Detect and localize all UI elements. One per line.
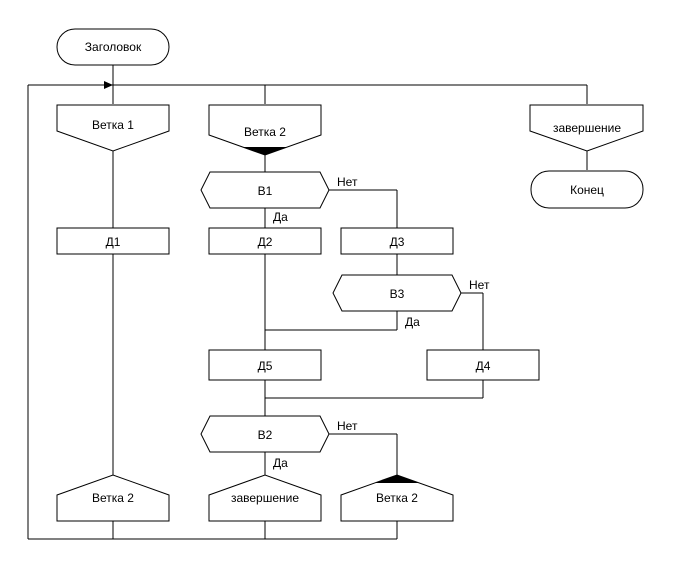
- action-d2-label: Д2: [258, 235, 273, 249]
- end-block-label: Конец: [570, 183, 604, 197]
- edge-label-b1-yes: Да: [273, 210, 288, 224]
- action-d3[interactable]: Д3: [340, 227, 454, 255]
- condition-b1-label: В1: [258, 184, 273, 198]
- action-d4-label: Д4: [476, 359, 491, 373]
- condition-b3-label: В3: [390, 287, 405, 301]
- edge-label-b3-yes: Да: [405, 315, 420, 329]
- edge-label-b1-no: Нет: [337, 175, 358, 189]
- title-block[interactable]: Заголовок: [56, 28, 170, 66]
- title-block-label: Заголовок: [85, 40, 142, 54]
- action-d5-label: Д5: [258, 359, 273, 373]
- branch-2-header[interactable]: Ветка 2: [208, 104, 322, 156]
- address-block-right[interactable]: Ветка 2: [340, 474, 454, 522]
- branch-finish-header[interactable]: завершение: [529, 104, 644, 152]
- action-d3-label: Д3: [390, 235, 405, 249]
- edge-label-b2-no: Нет: [337, 419, 358, 433]
- action-d5[interactable]: Д5: [208, 349, 322, 381]
- action-d1-label: Д1: [106, 235, 121, 249]
- connector-lines: [27, 65, 588, 540]
- condition-b3[interactable]: В3: [332, 274, 462, 312]
- arrowhead-icon: [104, 81, 113, 89]
- address-block-middle-label: завершение: [231, 491, 299, 505]
- branch-marker-icon: [243, 147, 287, 155]
- branch-1-label: Ветка 1: [92, 118, 134, 132]
- branch-2-label: Ветка 2: [244, 125, 286, 139]
- condition-b1[interactable]: В1: [200, 171, 330, 209]
- address-block-left-label: Ветка 2: [92, 491, 134, 505]
- address-block-middle[interactable]: завершение: [208, 474, 322, 522]
- edge-label-b2-yes: Да: [273, 456, 288, 470]
- action-d4[interactable]: Д4: [426, 349, 540, 381]
- branch-marker-icon: [375, 475, 419, 483]
- edge-label-b3-no: Нет: [469, 278, 490, 292]
- action-d2[interactable]: Д2: [208, 227, 322, 255]
- branch-1-header[interactable]: Ветка 1: [56, 104, 170, 152]
- end-block[interactable]: Конец: [530, 170, 644, 209]
- address-block-right-label: Ветка 2: [376, 491, 418, 505]
- action-d1[interactable]: Д1: [56, 227, 170, 255]
- address-block-left[interactable]: Ветка 2: [56, 474, 170, 522]
- branch-finish-label: завершение: [553, 121, 621, 135]
- condition-b2-label: В2: [258, 428, 273, 442]
- condition-b2[interactable]: В2: [200, 415, 330, 453]
